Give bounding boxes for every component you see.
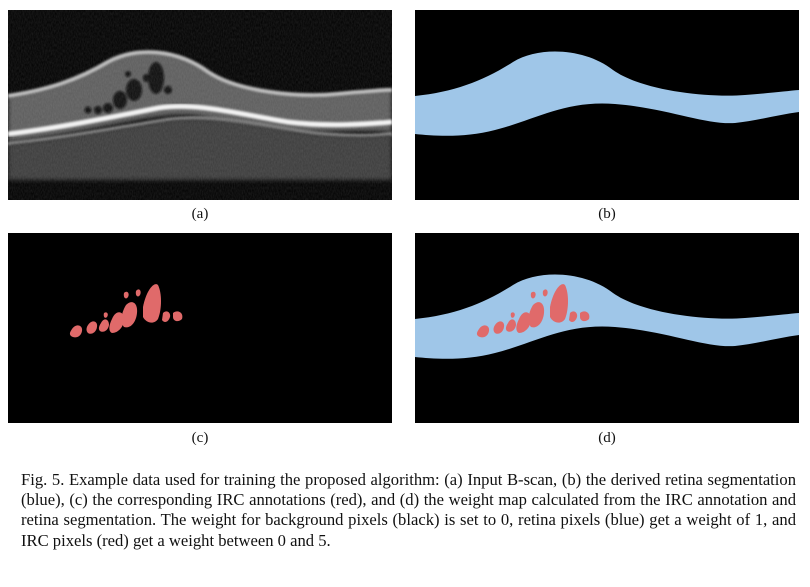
figure-caption: Fig. 5. Example data used for training t… bbox=[21, 470, 796, 550]
subfigure-label-d: (d) bbox=[598, 430, 616, 446]
irc-mask bbox=[8, 233, 392, 423]
bscan-panel bbox=[8, 10, 392, 200]
retina-segmentation-panel bbox=[415, 10, 799, 200]
retina-mask bbox=[415, 10, 799, 200]
bscan-image bbox=[8, 10, 392, 200]
irc-annotation-panel bbox=[8, 233, 392, 423]
subfigure-label-a: (a) bbox=[191, 206, 209, 222]
subfigure-label-c: (c) bbox=[191, 430, 209, 446]
weight-map-panel bbox=[415, 233, 799, 423]
subfigure-label-b: (b) bbox=[598, 206, 616, 222]
weight-map bbox=[415, 233, 799, 423]
